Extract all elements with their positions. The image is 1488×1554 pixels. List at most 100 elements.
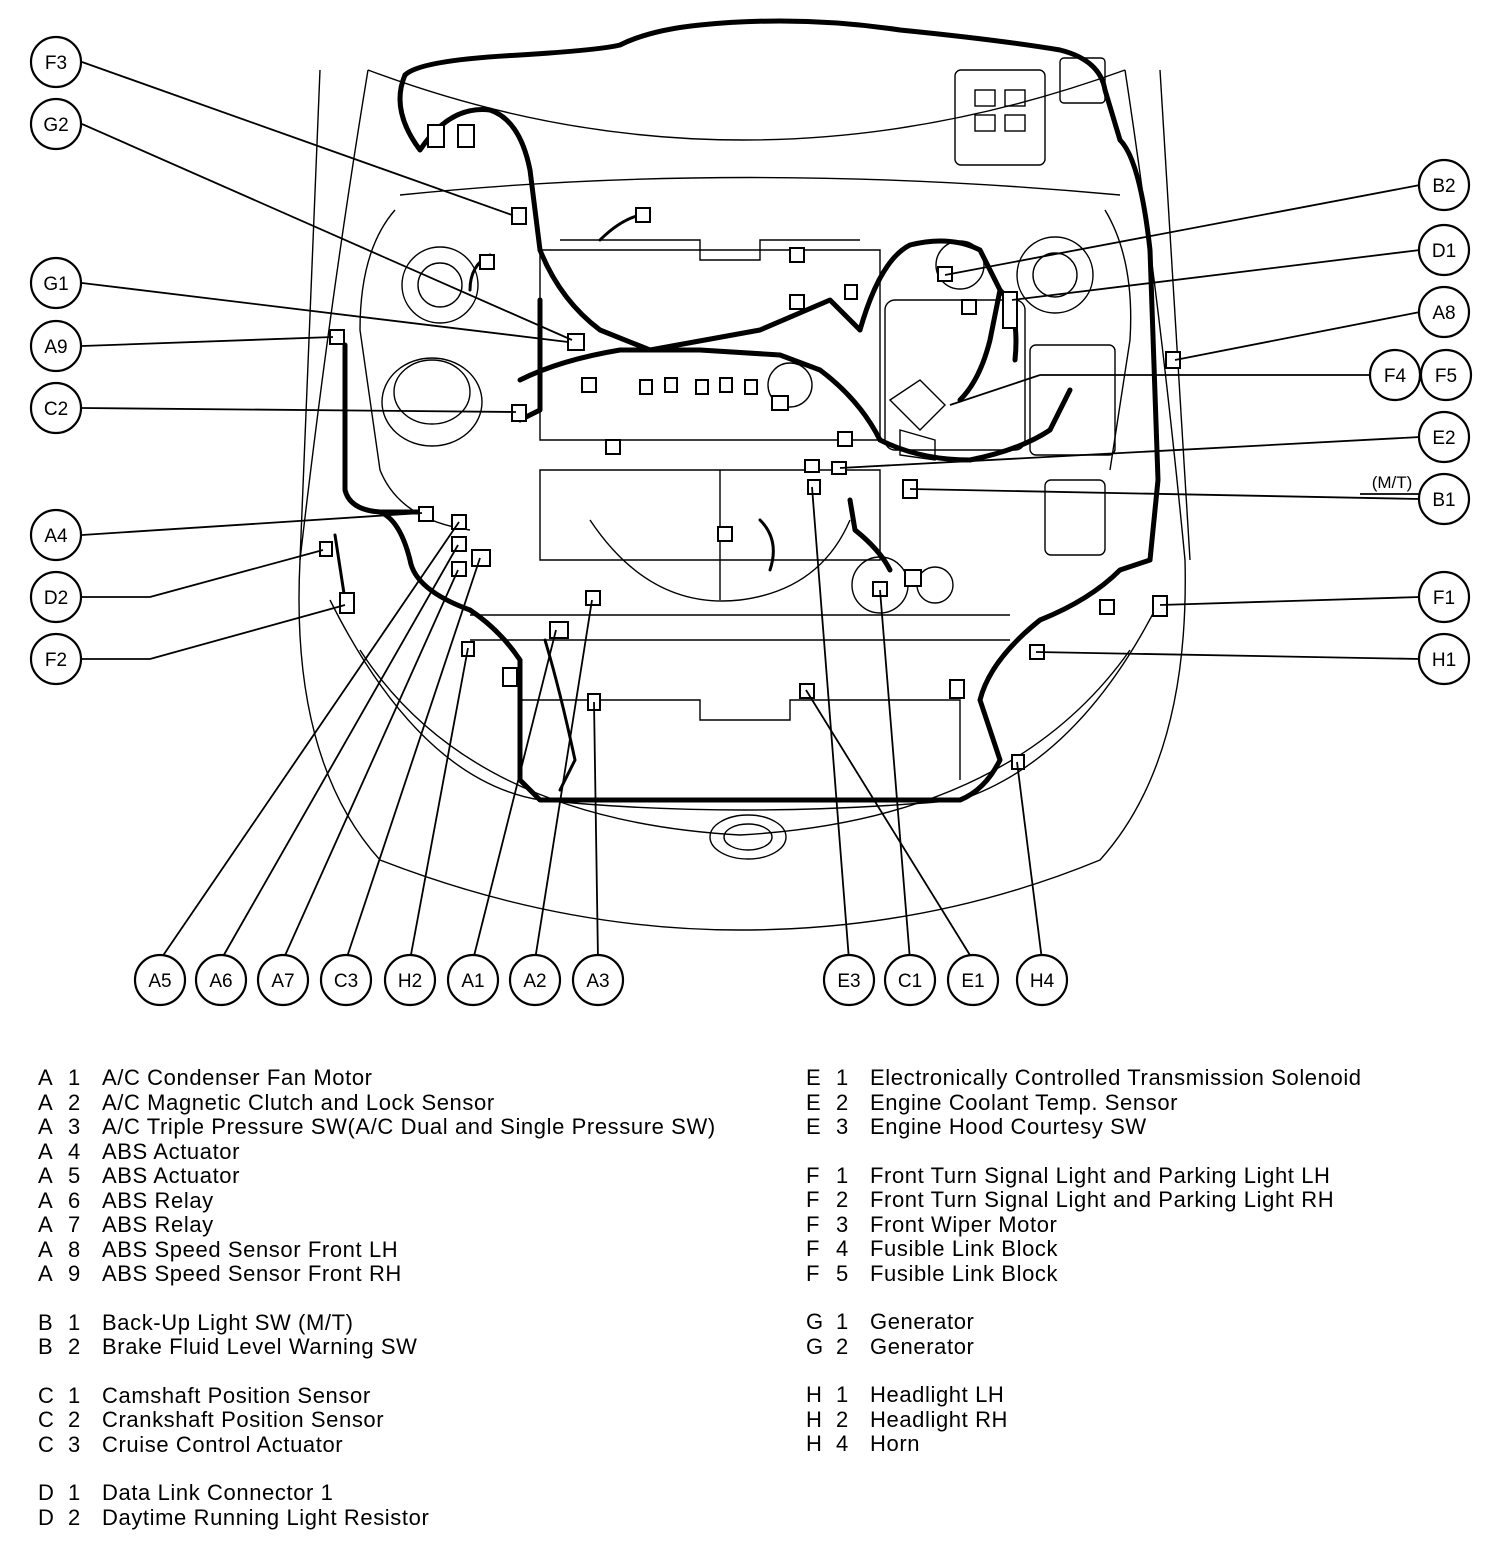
callout-F5: F5 xyxy=(1419,348,1473,402)
callout-C1: C1 xyxy=(883,953,937,1007)
callout-A2: A2 xyxy=(508,953,562,1007)
callout-A1: A1 xyxy=(446,953,500,1007)
svg-text:F5: F5 xyxy=(1435,366,1457,387)
svg-text:H2: H2 xyxy=(398,971,422,992)
svg-text:F2: F2 xyxy=(45,650,67,671)
svg-text:E3: E3 xyxy=(837,971,860,992)
callout-E2: E2 xyxy=(1417,410,1471,464)
svg-text:G2: G2 xyxy=(43,115,68,136)
callout-D2: D2 xyxy=(29,570,83,624)
svg-text:A4: A4 xyxy=(44,526,68,547)
callout-F2: F2 xyxy=(29,632,83,686)
mt-note: (M/T) xyxy=(1372,473,1413,492)
svg-text:A6: A6 xyxy=(209,971,232,992)
connectors xyxy=(319,124,1181,770)
svg-text:G1: G1 xyxy=(43,274,68,295)
callout-B1: B1 xyxy=(1417,472,1471,526)
svg-text:F1: F1 xyxy=(1433,588,1455,609)
callout-H1: H1 xyxy=(1417,632,1471,686)
callout-F4: F4 xyxy=(1368,348,1422,402)
svg-text:D2: D2 xyxy=(44,588,68,609)
svg-text:C3: C3 xyxy=(334,971,358,992)
svg-text:A3: A3 xyxy=(586,971,609,992)
svg-text:C1: C1 xyxy=(898,971,922,992)
svg-text:H1: H1 xyxy=(1432,650,1456,671)
callout-E3: E3 xyxy=(822,953,876,1007)
callout-C2: C2 xyxy=(29,381,83,435)
svg-text:C2: C2 xyxy=(44,399,68,420)
callout-C3: C3 xyxy=(319,953,373,1007)
callout-A6: A6 xyxy=(194,953,248,1007)
svg-text:A8: A8 xyxy=(1432,303,1455,324)
svg-text:A7: A7 xyxy=(271,971,294,992)
svg-text:F4: F4 xyxy=(1384,366,1407,387)
svg-text:E2: E2 xyxy=(1432,428,1455,449)
engine-components xyxy=(381,57,1116,614)
callout-H4: H4 xyxy=(1015,953,1069,1007)
svg-text:E1: E1 xyxy=(961,971,984,992)
engine-compartment-diagram: F3 G2 G1 A9 C2 A4 D2 F2 B2 D1 A8 F4 F5 E… xyxy=(29,18,1473,1007)
svg-text:B2: B2 xyxy=(1432,176,1455,197)
svg-text:A2: A2 xyxy=(523,971,546,992)
svg-text:F3: F3 xyxy=(45,53,67,74)
svg-text:A1: A1 xyxy=(461,971,484,992)
callout-A7: A7 xyxy=(256,953,310,1007)
callout-G2: G2 xyxy=(29,97,83,151)
callout-D1: D1 xyxy=(1417,223,1471,277)
callout-H2: H2 xyxy=(383,953,437,1007)
svg-text:D1: D1 xyxy=(1432,241,1456,262)
callout-A8: A8 xyxy=(1417,285,1471,339)
callout-F1: F1 xyxy=(1417,570,1471,624)
callout-G1: G1 xyxy=(29,256,83,310)
callout-A4: A4 xyxy=(29,508,83,562)
callout-A3: A3 xyxy=(571,953,625,1007)
svg-text:B1: B1 xyxy=(1432,490,1455,511)
callout-A9: A9 xyxy=(29,319,83,373)
svg-text:H4: H4 xyxy=(1030,971,1055,992)
svg-text:A5: A5 xyxy=(148,971,171,992)
callout-labels: F3 G2 G1 A9 C2 A4 D2 F2 B2 D1 A8 F4 F5 E… xyxy=(29,35,1473,1007)
callout-E1: E1 xyxy=(946,953,1000,1007)
callout-F3: F3 xyxy=(29,35,83,89)
callout-A5: A5 xyxy=(133,953,187,1007)
callout-B2: B2 xyxy=(1417,158,1471,212)
